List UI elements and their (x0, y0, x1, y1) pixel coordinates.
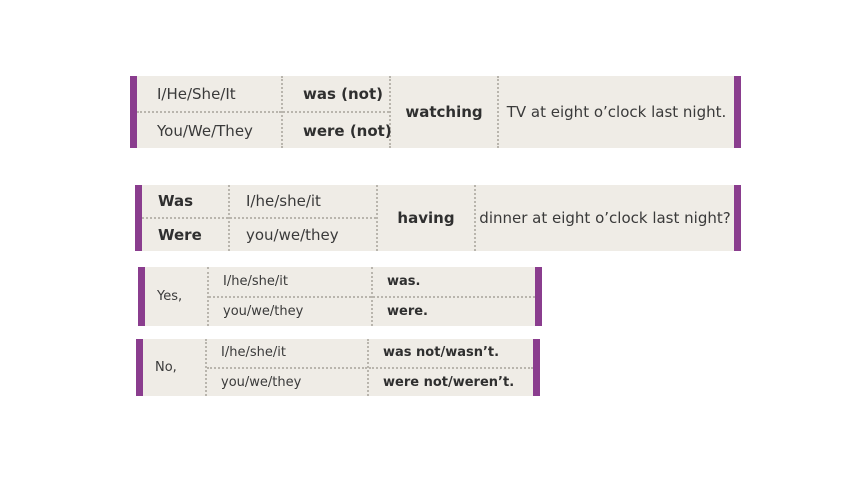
verb-plural: were. (373, 295, 535, 327)
auxiliary-column: was (not) were (not) (283, 76, 392, 148)
subject-column: I/He/She/It You/We/They (137, 76, 283, 148)
auxiliary-were: were (not) (283, 111, 392, 148)
complement: TV at eight o’clock last night. (506, 103, 727, 121)
verb-singular: was. (387, 273, 421, 289)
main-verb: watching (405, 103, 483, 121)
lead-column: Yes, (145, 267, 209, 326)
auxiliary-were: Were (142, 217, 228, 251)
complement-column: dinner at eight o’clock last night? (476, 185, 734, 251)
lead-column: No, (143, 339, 207, 396)
main-verb: having (397, 209, 455, 227)
auxiliary-was: was (not) (303, 84, 383, 103)
complement-column: TV at eight o’clock last night. (499, 76, 734, 148)
subject-singular: I/he/she/it (246, 192, 321, 210)
subject-singular: I/He/She/It (157, 84, 236, 103)
verb-column: was. were. (373, 267, 535, 326)
lead-word: Yes, (157, 289, 183, 304)
auxiliary-was: Was (158, 192, 194, 210)
subject-column: I/he/she/it you/we/they (230, 185, 378, 251)
subject-plural: you/we/they (207, 366, 367, 397)
subject-plural: you/we/they (230, 217, 376, 251)
lead-word: No, (155, 360, 177, 375)
main-verb-column: having (378, 185, 476, 251)
affirmative-negative-table: I/He/She/It You/We/They was (not) were (… (130, 76, 741, 148)
main-verb-column: watching (391, 76, 499, 148)
complement: dinner at eight o’clock last night? (479, 209, 731, 227)
auxiliary-column: Was Were (142, 185, 230, 251)
verb-plural: were not/weren’t. (369, 366, 533, 397)
subject-column: I/he/she/it you/we/they (209, 267, 373, 326)
verb-singular: was not/wasn’t. (383, 345, 500, 361)
question-table: Was Were I/he/she/it you/we/they having … (135, 185, 741, 251)
subject-plural: You/We/They (137, 111, 281, 148)
subject-plural: you/we/they (209, 295, 371, 327)
short-answer-yes-table: Yes, I/he/she/it you/we/they was. were. (138, 267, 542, 326)
subject-singular: I/he/she/it (221, 345, 286, 361)
subject-column: I/he/she/it you/we/they (207, 339, 369, 396)
verb-column: was not/wasn’t. were not/weren’t. (369, 339, 533, 396)
subject-singular: I/he/she/it (223, 273, 288, 289)
short-answer-no-table: No, I/he/she/it you/we/they was not/wasn… (136, 339, 540, 396)
